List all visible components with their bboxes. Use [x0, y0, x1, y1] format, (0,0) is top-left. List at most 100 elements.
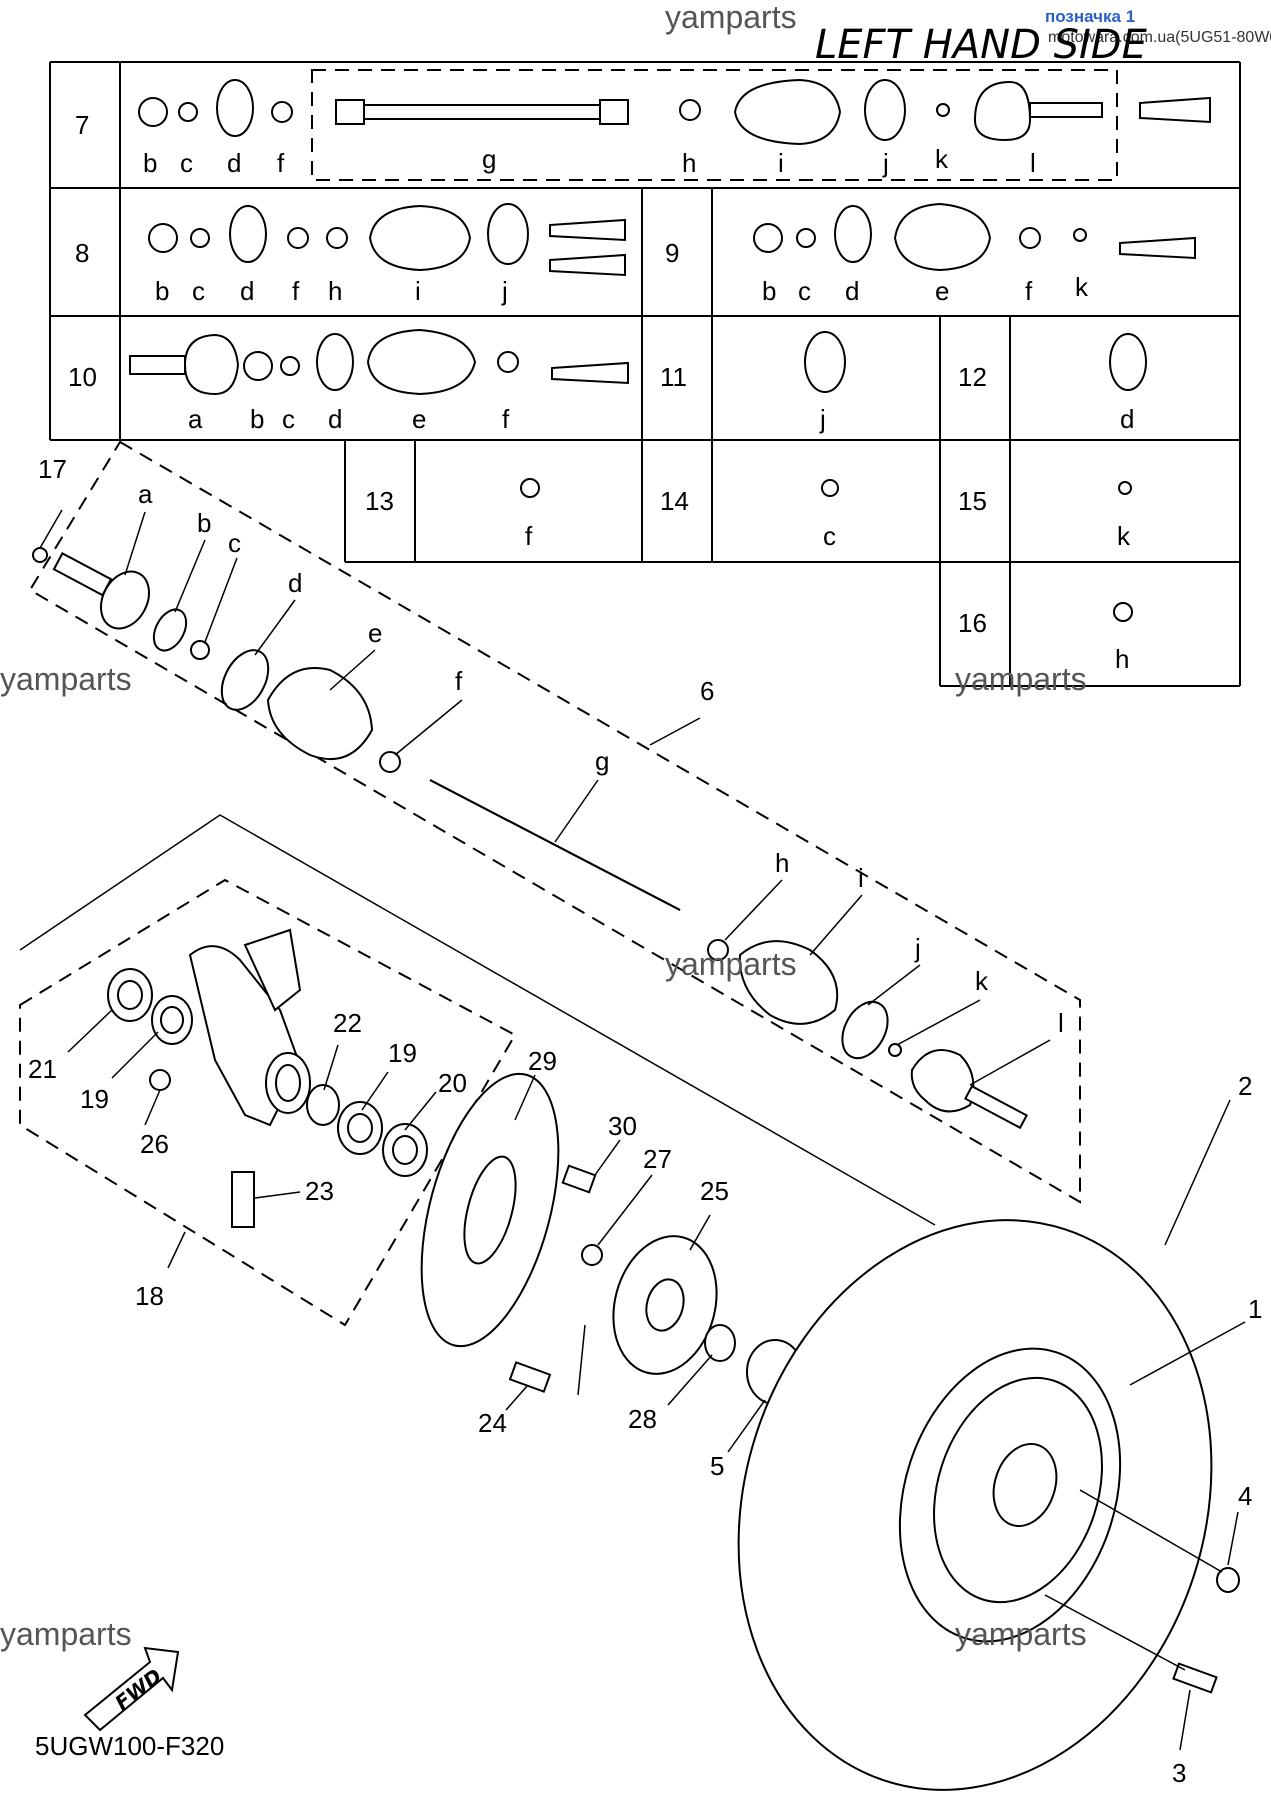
kit-7-letter-b: b: [143, 148, 157, 178]
kit-8-letter-d: d: [240, 276, 254, 306]
callout-l: l: [1058, 1008, 1064, 1038]
watermark-left: yamparts: [0, 661, 132, 697]
callout-g: g: [595, 746, 609, 776]
callout-5: 5: [710, 1451, 724, 1481]
kit-7-letter-h: h: [682, 148, 696, 178]
fwd-arrow: FWD: [83, 1646, 180, 1732]
callout-1: 1: [1248, 1294, 1262, 1324]
callout-a: a: [138, 479, 153, 509]
page-title: LEFT HAND SIDE: [815, 22, 1148, 68]
kit-no-11: 11: [660, 362, 687, 392]
kit-7-letter-g: g: [482, 144, 496, 174]
kit-7-letter-k: k: [935, 144, 949, 174]
callout-19-left: 19: [80, 1084, 109, 1114]
brake-hub-assembly: [420, 1072, 804, 1453]
callout-6: 6: [700, 676, 714, 706]
kit-9-letter-e: e: [935, 276, 949, 306]
callout-c: c: [228, 528, 241, 558]
callout-j: j: [914, 933, 921, 963]
kit-no-9: 9: [665, 238, 679, 268]
kit-10-letter-b: b: [250, 404, 264, 434]
kit-no-12: 12: [958, 362, 987, 392]
callout-25: 25: [700, 1176, 729, 1206]
kit-8-letter-c: c: [192, 276, 205, 306]
kit-16-letter-h: h: [1115, 644, 1129, 674]
kit-9-letter-d: d: [845, 276, 859, 306]
kit-12-letter-d: d: [1120, 404, 1134, 434]
kit-8-letter-j: j: [501, 276, 508, 306]
callout-23: 23: [305, 1176, 334, 1206]
kit-10-letter-a: a: [188, 404, 203, 434]
kit-8-parts: [148, 203, 626, 277]
watermark-right: yamparts: [955, 661, 1087, 697]
kit-8-letter-i: i: [415, 276, 421, 306]
kit-no-8: 8: [75, 238, 89, 268]
kit-14-letter-c: c: [823, 521, 836, 551]
kit-15-circlip: [1118, 481, 1132, 495]
wheel-assembly: [737, 1099, 1246, 1791]
kit-7-letter-c: c: [180, 148, 193, 178]
callout-h: h: [775, 848, 789, 878]
drive-shaft-assembly: [28, 440, 1081, 1204]
callout-4: 4: [1238, 1481, 1252, 1511]
source-ref: motowara.com.ua(5UG51-80W00): [1048, 29, 1271, 46]
watermark-bottom-left: yamparts: [0, 1616, 132, 1652]
callout-d: d: [288, 568, 302, 598]
kit-no-15: 15: [958, 486, 987, 516]
kit-8-letter-b: b: [155, 276, 169, 306]
kit-7-letter-d: d: [227, 148, 241, 178]
diagram-code: 5UGW100-F320: [35, 1731, 224, 1761]
callout-18: 18: [135, 1281, 164, 1311]
callout-30: 30: [608, 1111, 637, 1141]
callout-17: 17: [38, 454, 67, 484]
callout-21: 21: [28, 1054, 57, 1084]
callout-28: 28: [628, 1404, 657, 1434]
kit-9-letter-k: k: [1075, 272, 1089, 302]
callout-2: 2: [1238, 1071, 1252, 1101]
callout-e: e: [368, 618, 382, 648]
kit-no-16: 16: [958, 608, 987, 638]
kit-no-7: 7: [75, 110, 89, 140]
watermark-top: yamparts: [665, 0, 797, 35]
kit-9-letter-b: b: [762, 276, 776, 306]
callout-22: 22: [333, 1008, 362, 1038]
kit-9-letter-c: c: [798, 276, 811, 306]
kit-13-letter-f: f: [525, 521, 533, 551]
kit-13-clamp: [520, 478, 540, 498]
callout-27: 27: [643, 1144, 672, 1174]
kit-16-clamp: [1113, 602, 1133, 622]
kit-no-14: 14: [660, 486, 689, 516]
kit-7-letter-j: j: [882, 148, 889, 178]
callout-26: 24: [478, 1408, 507, 1438]
kit-no-10: 10: [68, 362, 97, 392]
kit-11-clamp: [804, 331, 846, 393]
kit-table-grid: [49, 61, 1241, 687]
kit-7-parts: [138, 78, 1211, 146]
kit-15-letter-k: k: [1117, 521, 1131, 551]
kit-14-clip: [821, 479, 839, 497]
knuckle-assembly: [19, 814, 936, 1327]
watermark-bottom-right: yamparts: [955, 1616, 1087, 1652]
kit-9-parts: [753, 202, 1196, 272]
kit-10-letter-f: f: [502, 404, 510, 434]
kit-10-parts: [129, 328, 629, 396]
callout-i: i: [858, 863, 864, 893]
kit-12-clamp: [1109, 333, 1147, 391]
callout-24: 26: [140, 1129, 169, 1159]
callout-b: b: [197, 508, 211, 538]
callout-20: 20: [438, 1068, 467, 1098]
kit-8-letter-h: h: [328, 276, 342, 306]
note-label: позначка 1: [1045, 7, 1135, 26]
callout-k: k: [975, 966, 989, 996]
kit-7-letter-l: l: [1030, 148, 1036, 178]
kit-7-letter-i: i: [778, 148, 784, 178]
kit-no-13: 13: [365, 486, 394, 516]
kit-8-letter-f: f: [292, 276, 300, 306]
kit-10-letter-d: d: [328, 404, 342, 434]
callout-3: 3: [1172, 1758, 1186, 1788]
watermark-center: yamparts: [665, 946, 797, 982]
kit-9-letter-f: f: [1025, 276, 1033, 306]
kit-10-letter-c: c: [282, 404, 295, 434]
kit-10-letter-e: e: [412, 404, 426, 434]
